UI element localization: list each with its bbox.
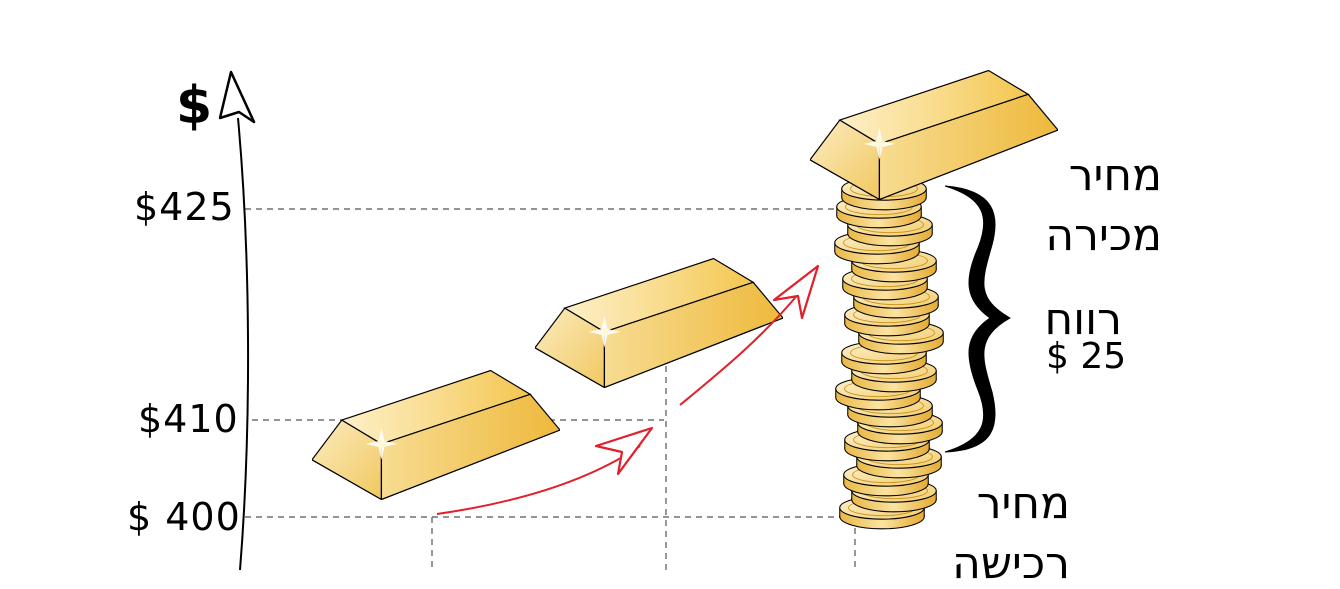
price-axis bbox=[218, 70, 256, 571]
diagram-canvas bbox=[218, 70, 1058, 571]
arrow-2-head-icon bbox=[772, 264, 820, 320]
profit-amount-label: $ 25 bbox=[1046, 336, 1127, 377]
price-label-410: $410 bbox=[138, 397, 239, 441]
gridlines bbox=[245, 208, 856, 570]
gold-bar-1 bbox=[312, 370, 560, 500]
gold-bar-2 bbox=[535, 258, 783, 388]
buy-price-label-line1: מחיר bbox=[976, 478, 1070, 529]
profit-brace-icon bbox=[944, 185, 1012, 453]
profit-label: רווח bbox=[1044, 294, 1122, 345]
price-label-425: $425 bbox=[134, 185, 235, 229]
arrow-2 bbox=[679, 291, 801, 406]
axis-arrowhead-icon bbox=[218, 70, 256, 124]
gold-profit-diagram: $ $425 $410 $ 400 מחיר מכירה רווח $ 25 מ… bbox=[127, 70, 1162, 589]
sell-price-label-line1: מחיר bbox=[1068, 150, 1162, 201]
axis-unit-label: $ bbox=[176, 76, 213, 136]
price-label-400: $ 400 bbox=[127, 495, 241, 539]
arrow-1-head-icon bbox=[594, 426, 654, 476]
buy-price-label-line2: רכישה bbox=[952, 538, 1070, 589]
coin-stack bbox=[834, 176, 944, 530]
sell-price-label-line2: מכירה bbox=[1045, 210, 1162, 261]
gold-bar-top bbox=[810, 70, 1058, 200]
growth-arrows bbox=[436, 264, 820, 515]
